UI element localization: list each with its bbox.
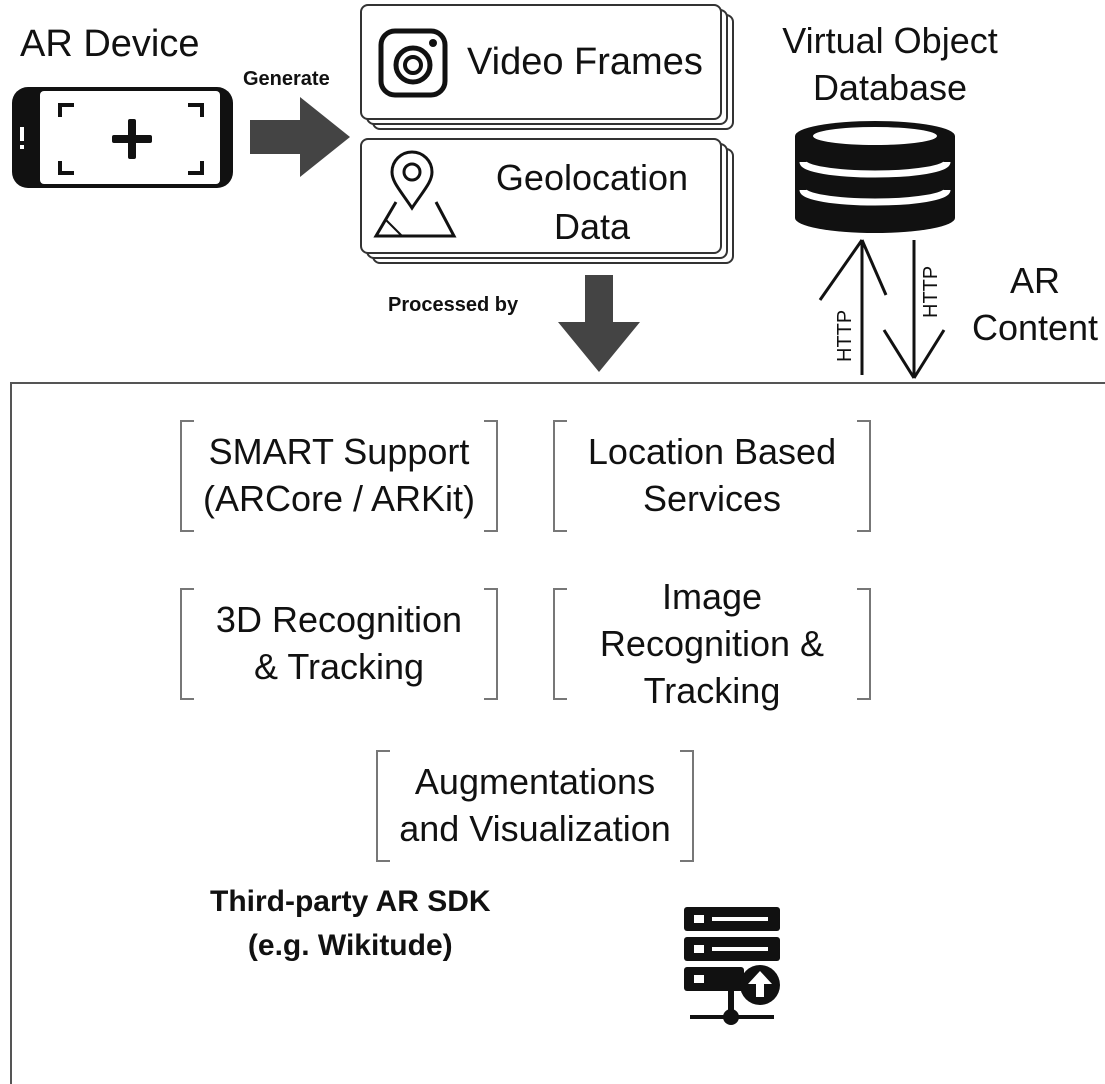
video-frames-card: Video Frames: [360, 4, 722, 120]
sdk-line2: (e.g. Wikitude): [247, 928, 453, 962]
map-pin-icon: [373, 150, 457, 238]
database-icon: [795, 121, 955, 233]
module-image-line2: Recognition &: [599, 622, 825, 664]
http-connectors: [818, 239, 946, 379]
http-up-label: HTTP: [834, 309, 856, 362]
geolocation-line2: Data: [553, 205, 631, 247]
module-location-line2: Services: [642, 478, 782, 519]
generate-label: Generate: [243, 68, 330, 90]
module-image-line3: Tracking: [643, 669, 781, 711]
module-smart-support: SMART Support (ARCore / ARKit): [180, 420, 498, 532]
ar-content-label: AR Content: [965, 258, 1105, 352]
sdk-line1: Third-party AR SDK: [210, 885, 491, 918]
processed-by-arrow: [558, 275, 640, 372]
module-augmentations: Augmentations and Visualization: [376, 750, 694, 862]
http-down-label: HTTP: [920, 265, 942, 318]
database-line1: Virtual Object: [782, 20, 998, 61]
module-smart-line2: (ARCore / ARKit): [202, 478, 476, 519]
smartphone-camera-icon: [12, 87, 233, 188]
camera-icon: [378, 28, 448, 98]
module-location-services: Location Based Services: [553, 420, 871, 532]
module-image-line1: Image: [661, 575, 763, 617]
sdk-container: [10, 382, 1105, 1084]
module-image-recognition: Image Recognition & Tracking: [553, 576, 871, 710]
generate-arrow: [250, 97, 350, 177]
ar-content-line1: AR: [1009, 260, 1060, 301]
module-3d-line2: & Tracking: [253, 646, 425, 687]
geolocation-card: Geolocation Data: [360, 138, 722, 254]
module-location-line1: Location Based: [587, 431, 837, 473]
module-aug-line1: Augmentations: [414, 761, 656, 803]
ar-content-line2: Content: [971, 306, 1099, 348]
module-3d-line1: 3D Recognition: [215, 599, 463, 641]
geolocation-label: Geolocation Data: [472, 154, 712, 251]
video-frames-label: Video Frames: [467, 41, 703, 83]
processed-by-label: Processed by: [388, 294, 519, 316]
database-title: Virtual Object Database: [730, 18, 1050, 112]
server-upload-icon: [684, 907, 780, 1025]
sdk-label: Third-party AR SDK (e.g. Wikitude): [210, 880, 491, 967]
module-aug-line2: and Visualization: [399, 808, 671, 849]
ar-device-label: AR Device: [20, 23, 200, 65]
geolocation-line1: Geolocation: [495, 157, 689, 198]
module-3d-recognition: 3D Recognition & Tracking: [180, 588, 498, 700]
module-smart-line1: SMART Support: [208, 431, 470, 473]
database-line2: Database: [812, 66, 968, 108]
